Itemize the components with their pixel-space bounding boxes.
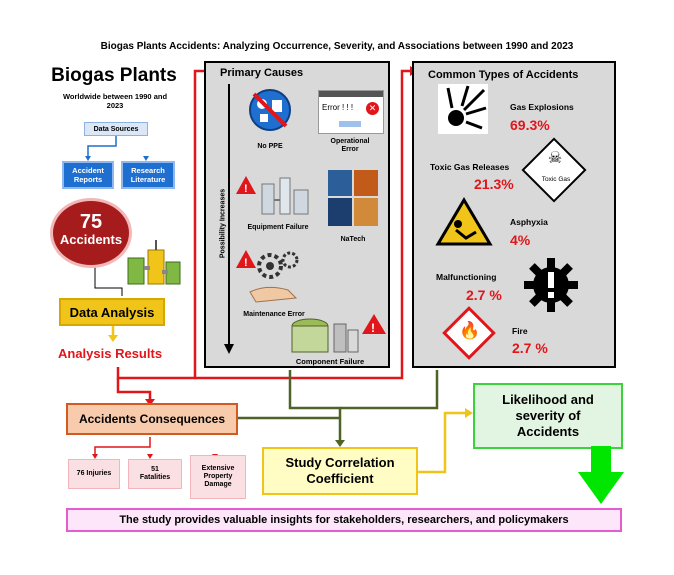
natech-icon	[328, 170, 378, 228]
biogas-plant-icon	[127, 240, 181, 285]
biogas-plants-subheading: Worldwide between 1990 and 2023	[62, 92, 168, 110]
svg-text:!: !	[244, 183, 248, 195]
accidents-count: 75	[79, 211, 103, 233]
error-x-icon: ✕	[366, 102, 379, 115]
error-popup-icon: Error ! ! ! ✕	[318, 90, 384, 134]
green-line-common	[340, 370, 439, 410]
research-literature-box: Research Literature	[121, 161, 175, 189]
malfunction-gear-icon	[524, 258, 578, 312]
type-asphyxia-label: Asphyxia	[510, 217, 548, 227]
consequence-branches	[94, 437, 151, 455]
error-popup-text: Error ! ! !	[322, 103, 354, 112]
type-gas-explosions-pct: 69.3%	[510, 117, 550, 133]
type-toxic-gas-pct: 21.3%	[474, 176, 514, 192]
possibility-arrow	[224, 84, 234, 354]
type-asphyxia-pct: 4%	[510, 232, 531, 248]
arrow-to-consequences	[116, 378, 152, 400]
diagram-title: Biogas Plants Accidents: Analyzing Occur…	[100, 41, 574, 52]
green-line-primary	[288, 370, 342, 440]
no-ppe-icon	[249, 89, 291, 131]
likelihood-severity-box: Likelihood and severity of Accidents	[473, 383, 623, 449]
big-green-arrow	[578, 446, 624, 504]
biogas-plants-heading: Biogas Plants	[51, 65, 177, 86]
cause-operational-error: Operational Error	[330, 138, 370, 153]
maintenance-error-icon: !	[236, 250, 299, 303]
cause-component-failure: Component Failure	[295, 357, 365, 366]
cause-natech: NaTech	[340, 236, 366, 243]
type-gas-explosions-label: Gas Explosions	[510, 102, 574, 112]
consequence-property-damage: Extensive Property Damage	[190, 455, 246, 499]
accident-reports-box: Accident Reports	[62, 161, 114, 189]
equipment-failure-icon: !	[236, 176, 309, 215]
type-malfunctioning-pct: 2.7 %	[466, 287, 502, 303]
study-correlation-box: Study Correlation Coefficient	[262, 447, 418, 495]
cause-maintenance-error: Maintenance Error	[243, 311, 305, 318]
type-malfunctioning-label: Malfunctioning	[436, 272, 497, 282]
accidents-count-label: Accidents	[59, 232, 123, 247]
cause-no-ppe: No PPE	[257, 143, 283, 150]
type-fire-pct: 2.7 %	[512, 340, 548, 356]
svg-text:!: !	[244, 257, 248, 269]
data-sources-box: Data Sources	[84, 122, 148, 136]
arrow-to-common-types	[195, 69, 410, 380]
footer-insight-box: The study provides valuable insights for…	[66, 508, 622, 532]
data-analysis-box: Data Analysis	[59, 298, 165, 326]
cause-equipment-failure: Equipment Failure	[247, 224, 309, 231]
skull-icon: ☠	[547, 150, 563, 167]
toxic-gas-sign-text: Toxic Gas	[541, 176, 571, 183]
flame-icon: 🔥	[459, 321, 481, 340]
primary-causes-title: Primary Causes	[220, 67, 304, 79]
analysis-results-label: Analysis Results	[58, 346, 163, 361]
asphyxia-icon	[435, 197, 493, 246]
common-types-title: Common Types of Accidents	[428, 69, 579, 81]
consequence-injuries: 76 Injuries	[68, 459, 120, 489]
consequence-fatalities: 51 Fatalities	[128, 459, 182, 489]
yellow-arrow-likelihood	[418, 411, 466, 474]
accidents-consequences-box: Accidents Consequences	[66, 403, 238, 435]
type-toxic-gas-label: Toxic Gas Releases	[430, 162, 510, 172]
component-failure-icon: !	[291, 314, 386, 353]
gas-explosion-icon	[438, 84, 488, 134]
possibility-axis-label: Possibility Increases	[219, 188, 227, 259]
accidents-circle: 75 Accidents	[50, 198, 132, 268]
svg-text:!: !	[371, 321, 375, 335]
type-fire-label: Fire	[512, 326, 528, 336]
